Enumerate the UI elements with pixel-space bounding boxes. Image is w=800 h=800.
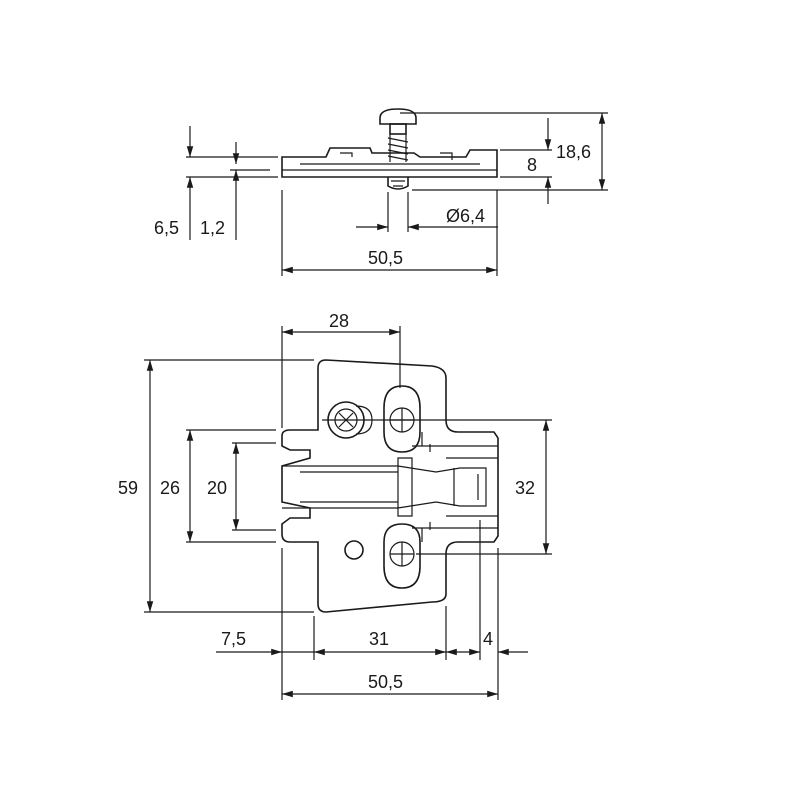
- label-26: 26: [160, 478, 180, 498]
- dim-1-2: 1,2: [200, 142, 270, 240]
- label-50-5-side: 50,5: [368, 248, 403, 268]
- label-59: 59: [118, 478, 138, 498]
- label-8: 8: [527, 155, 537, 175]
- label-1-2: 1,2: [200, 218, 225, 238]
- label-6-4: Ø6,4: [446, 206, 485, 226]
- dim-4: 4: [446, 520, 528, 660]
- label-6-5: 6,5: [154, 218, 179, 238]
- label-31: 31: [369, 629, 389, 649]
- dim-28: 28: [281, 311, 401, 428]
- top-view: 28 59 26 20 32: [118, 311, 552, 700]
- mounting-screw-top: [383, 385, 421, 453]
- dim-31: 31: [314, 606, 447, 660]
- top-plate-outline: [281, 359, 499, 613]
- label-28: 28: [329, 311, 349, 331]
- dim-20: 20: [207, 442, 276, 531]
- pin-hole: [344, 540, 364, 560]
- side-view: 18,6 8 6,5 1,2: [154, 108, 608, 276]
- top-plate-details: [282, 432, 498, 542]
- side-screw: [379, 108, 417, 190]
- dim-18-6: 18,6: [400, 112, 608, 191]
- dim-50-5-top: 50,5: [281, 548, 499, 700]
- dim-diameter-6-4: Ø6,4: [356, 192, 498, 232]
- label-18-6: 18,6: [556, 142, 591, 162]
- mounting-screw-bottom: [383, 523, 421, 589]
- dim-50-5-side: 50,5: [281, 190, 498, 276]
- dim-6-5: 6,5: [154, 126, 278, 240]
- dim-26: 26: [160, 429, 276, 543]
- label-50-5-top: 50,5: [368, 672, 403, 692]
- dim-59: 59: [118, 359, 314, 613]
- label-4: 4: [483, 629, 493, 649]
- label-32: 32: [515, 478, 535, 498]
- dim-7-5: 7,5: [216, 616, 315, 660]
- dim-32: 32: [322, 419, 552, 555]
- side-plate: [281, 147, 498, 178]
- label-7-5: 7,5: [221, 629, 246, 649]
- label-20: 20: [207, 478, 227, 498]
- dim-8: 8: [500, 118, 552, 204]
